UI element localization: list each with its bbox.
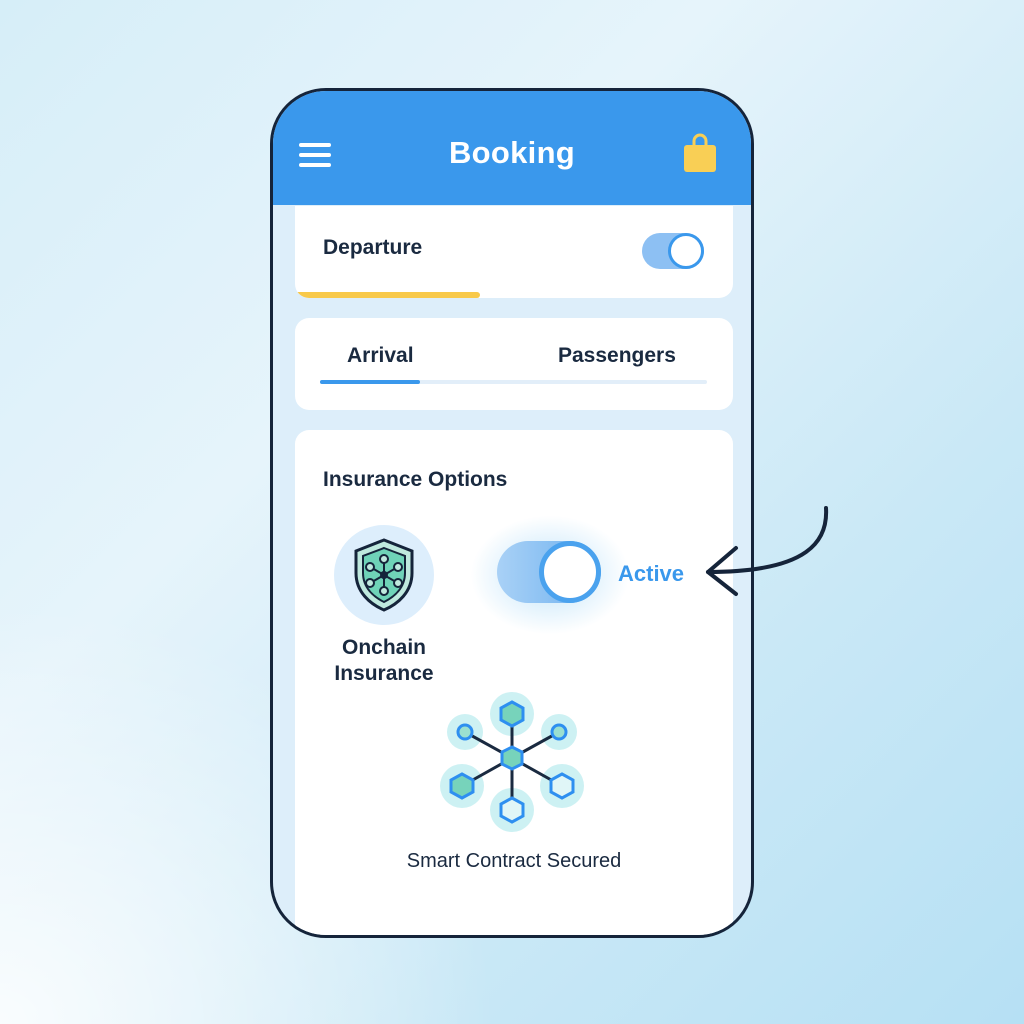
phone-frame: Booking Departure Arrival Passengers Ins… [270,88,754,938]
departure-card: Departure [295,206,733,298]
departure-toggle[interactable] [642,233,704,269]
tabs-card: Arrival Passengers [295,318,733,410]
insurance-section-title: Insurance Options [323,468,508,491]
toggle-knob [539,541,601,603]
curved-arrow-annotation-icon [700,500,840,605]
smart-contract-label: Smart Contract Secured [406,850,622,872]
shield-network-icon [334,525,434,625]
tab-arrival[interactable]: Arrival [347,344,414,367]
tab-track [320,380,707,384]
hamburger-menu-icon[interactable] [299,143,331,169]
blockchain-network-icon [440,692,590,837]
departure-progress-bar [295,292,480,298]
app-header: Booking [273,91,751,205]
active-tab-indicator [320,380,420,384]
onchain-insurance-label: Onchain Insurance [334,636,434,685]
shopping-bag-icon[interactable] [683,133,717,173]
active-status-label: Active [618,561,685,586]
insurance-toggle[interactable] [497,541,601,603]
page-title: Booking [448,135,576,170]
toggle-knob [668,233,704,269]
tab-passengers[interactable]: Passengers [558,344,676,367]
insurance-card: Insurance Options Onchain Insurance Acti… [295,430,733,935]
departure-label: Departure [323,236,423,259]
